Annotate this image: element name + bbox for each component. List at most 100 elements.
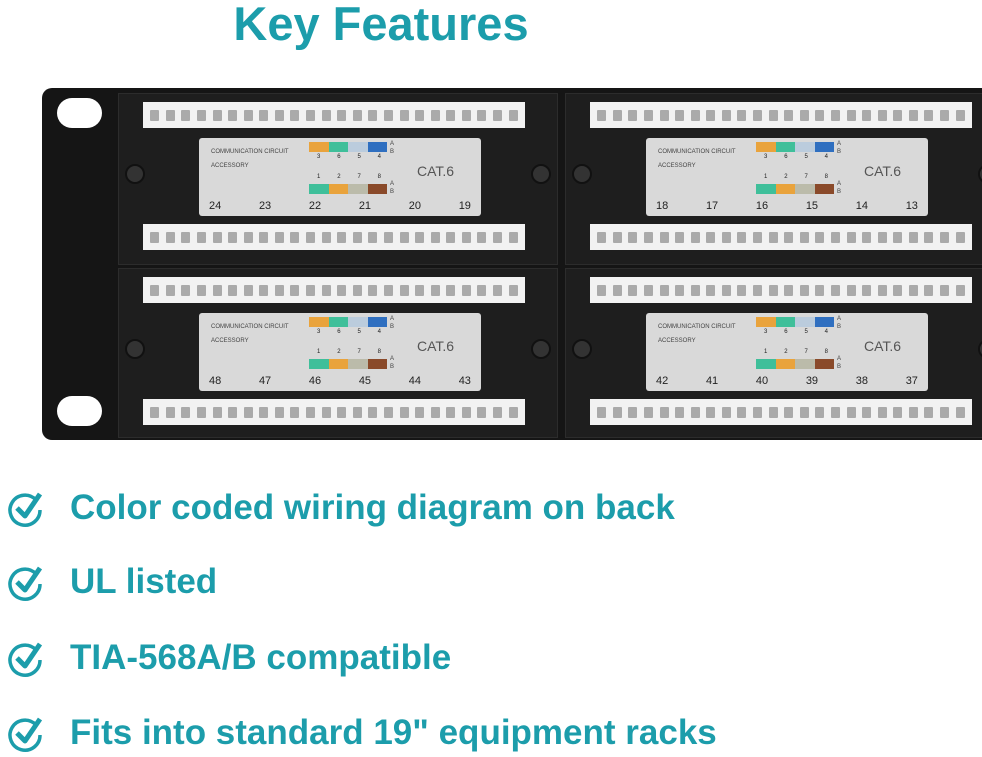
punch-down-terminal — [197, 284, 207, 296]
punch-down-terminal — [815, 231, 825, 243]
punch-down-terminal — [165, 109, 175, 121]
punch-down-terminal — [228, 406, 238, 418]
punch-down-terminal — [181, 109, 191, 121]
pin-number: 1 — [764, 174, 768, 180]
punch-down-terminal — [274, 231, 284, 243]
punch-down-terminal — [337, 109, 347, 121]
punch-down-terminal — [924, 406, 934, 418]
punch-down-terminal — [940, 284, 949, 296]
punch-down-terminal — [612, 284, 622, 296]
punch-down-terminal — [955, 109, 965, 121]
wiring-diagram-bottom — [309, 184, 387, 194]
category-label: CAT.6 — [417, 163, 455, 179]
punch-down-terminal — [846, 231, 856, 243]
punch-down-terminal — [383, 109, 393, 121]
punch-down-terminal — [461, 109, 471, 121]
punch-down-strip — [143, 224, 525, 250]
punch-down-terminal — [846, 109, 856, 121]
pin-number: 6 — [784, 329, 788, 335]
punch-down-terminal — [259, 284, 269, 296]
wiring-diagram-top — [756, 317, 834, 327]
punch-down-terminal — [893, 284, 903, 296]
pair-b: B — [837, 149, 842, 155]
pair-a: A — [837, 181, 842, 187]
punch-down-terminal — [784, 284, 794, 296]
punch-down-terminal — [628, 284, 638, 296]
punch-down-terminal — [737, 231, 747, 243]
punch-down-terminal — [940, 406, 949, 418]
punch-down-terminal — [597, 406, 607, 418]
pair-a: A — [390, 141, 395, 147]
screw-icon — [978, 164, 982, 184]
punch-down-terminal — [181, 284, 191, 296]
port-number: 43 — [458, 375, 471, 387]
punch-down-terminal — [597, 284, 607, 296]
punch-down-terminal — [290, 109, 300, 121]
punch-down-terminal — [274, 109, 284, 121]
punch-down-terminal — [352, 406, 362, 418]
port-number: 22 — [308, 200, 322, 212]
punch-down-terminal — [862, 406, 872, 418]
pair-a: A — [837, 316, 842, 322]
punch-down-terminal — [955, 231, 965, 243]
pair-b: B — [837, 324, 842, 330]
punch-down-terminal — [768, 231, 778, 243]
punch-down-terminal — [815, 109, 825, 121]
punch-down-terminal — [612, 231, 622, 243]
punch-down-terminal — [675, 406, 685, 418]
punch-down-terminal — [477, 231, 487, 243]
punch-down-terminal — [893, 231, 903, 243]
punch-down-terminal — [306, 406, 316, 418]
punch-down-terminal — [321, 406, 331, 418]
punch-down-terminal — [306, 109, 316, 121]
pin-number: 6 — [337, 154, 341, 160]
punch-down-terminal — [690, 406, 700, 418]
punch-down-terminal — [306, 284, 316, 296]
punch-down-terminal — [243, 109, 253, 121]
pin-number: 5 — [804, 154, 808, 160]
label-line: COMMUNICATION CIRCUIT — [658, 324, 736, 330]
port-number: 48 — [209, 375, 222, 387]
punch-down-terminal — [461, 284, 471, 296]
check-circle-icon — [8, 642, 43, 677]
port-number: 19 — [458, 200, 471, 212]
punch-down-terminal — [628, 231, 638, 243]
port-number: 44 — [408, 375, 421, 387]
punch-down-terminal — [908, 231, 918, 243]
punch-down-terminal — [659, 406, 669, 418]
punch-down-terminal — [753, 231, 763, 243]
punch-down-terminal — [955, 406, 965, 418]
port-number: 46 — [308, 375, 322, 387]
punch-down-terminal — [243, 231, 253, 243]
label-line: ACCESSORY — [211, 163, 249, 169]
punch-down-terminal — [815, 406, 825, 418]
punch-down-terminal — [737, 109, 747, 121]
label-line: COMMUNICATION CIRCUIT — [211, 324, 289, 330]
punch-down-terminal — [368, 109, 378, 121]
punch-down-terminal — [612, 406, 622, 418]
punch-down-terminal — [290, 284, 300, 296]
punch-down-terminal — [799, 109, 809, 121]
punch-down-terminal — [493, 406, 502, 418]
screw-icon — [125, 339, 145, 359]
category-label: CAT.6 — [417, 338, 455, 354]
punch-down-terminal — [165, 231, 175, 243]
punch-down-terminal — [415, 231, 425, 243]
punch-down-terminal — [644, 406, 654, 418]
punch-down-terminal — [493, 231, 502, 243]
punch-down-terminal — [430, 109, 440, 121]
punch-down-terminal — [753, 406, 763, 418]
screw-icon — [572, 339, 592, 359]
punch-down-terminal — [644, 284, 654, 296]
punch-down-terminal — [446, 284, 456, 296]
screw-icon — [531, 339, 551, 359]
mount-hole — [57, 98, 102, 128]
pair-a: A — [390, 181, 395, 187]
port-number: 40 — [755, 375, 769, 387]
punch-down-terminal — [815, 284, 825, 296]
punch-down-terminal — [955, 284, 965, 296]
